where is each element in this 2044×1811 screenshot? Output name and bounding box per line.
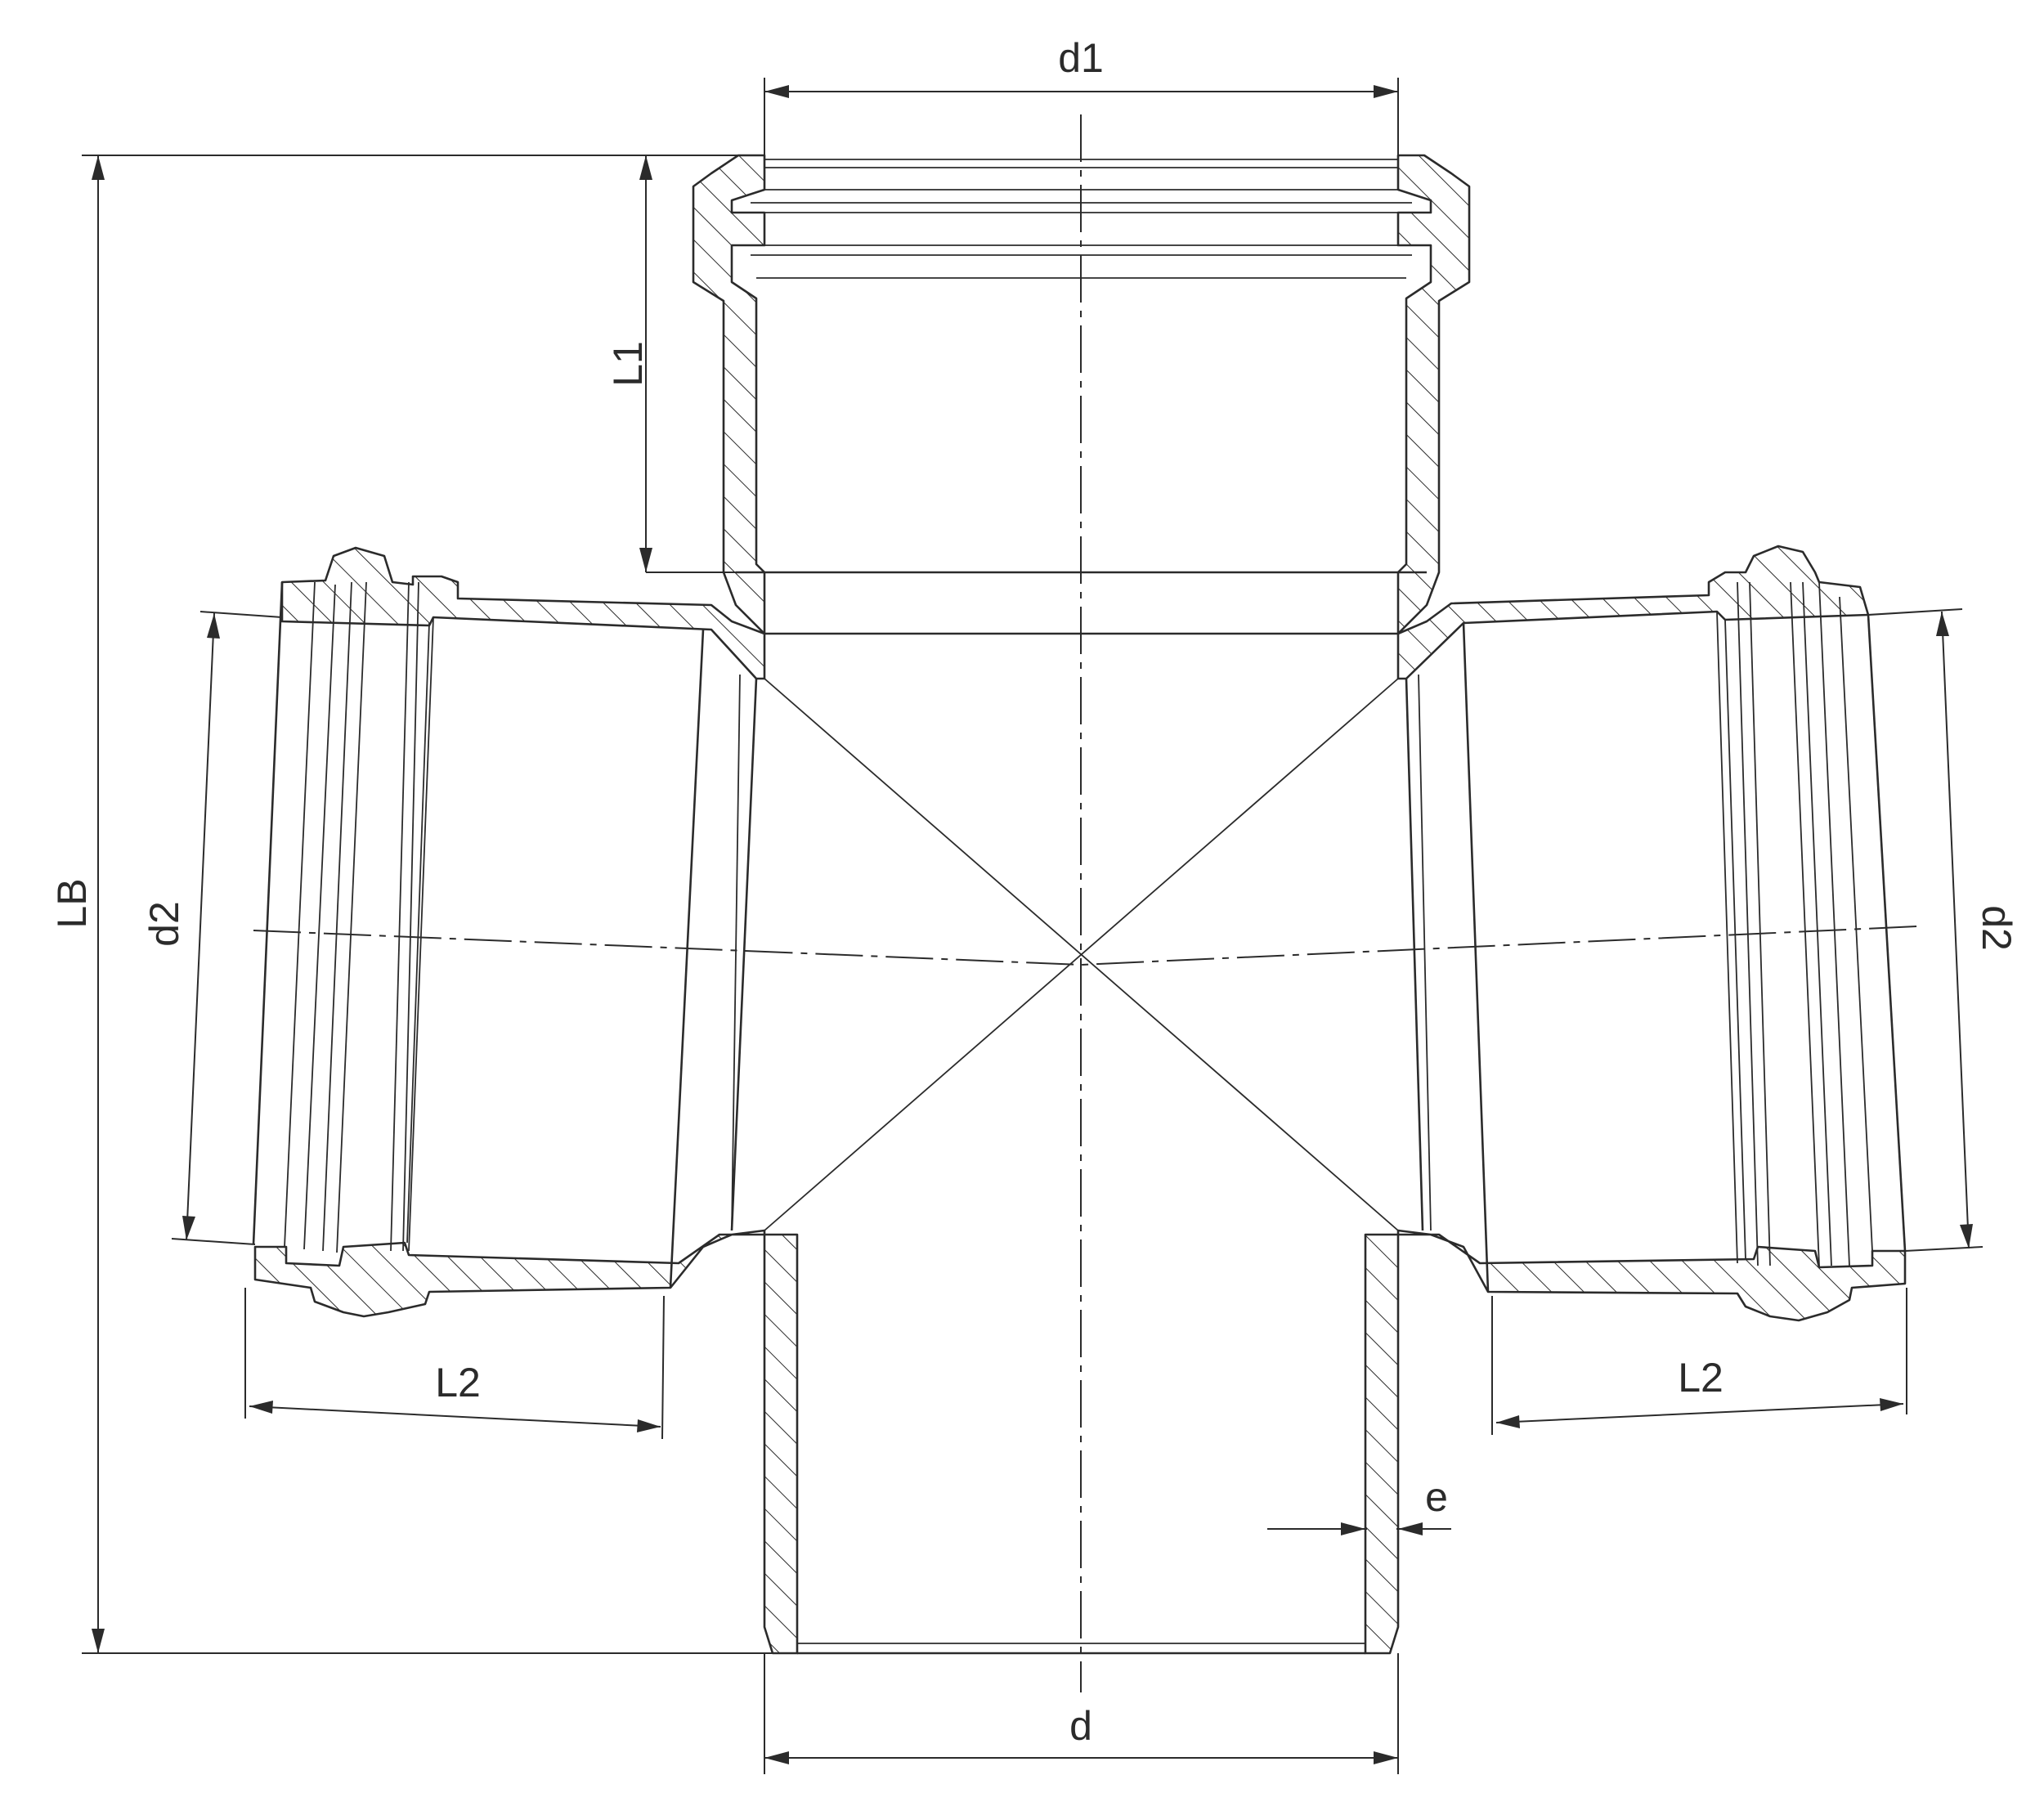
dimension-l1: L1 xyxy=(605,155,764,573)
dimension-l2-right: L2 xyxy=(1491,1288,1907,1435)
label-l1: L1 xyxy=(605,341,651,387)
label-e: e xyxy=(1425,1474,1448,1520)
bottom-branch xyxy=(763,1233,1400,1655)
top-left-wall xyxy=(692,154,766,635)
left-top-wall xyxy=(280,546,766,680)
bottom-right-wall xyxy=(1364,1233,1400,1655)
top-right-wall xyxy=(1396,154,1471,635)
dimension-d2-right: d2 xyxy=(1867,608,2019,1252)
left-branch xyxy=(252,546,766,1318)
right-branch xyxy=(1396,545,1907,1322)
label-d2-right: d2 xyxy=(1974,905,2019,951)
dimension-d2-left: d2 xyxy=(141,611,283,1245)
dimension-e: e xyxy=(1267,1474,1451,1535)
dimension-d: d xyxy=(764,1653,1399,1774)
dimension-lb: LB xyxy=(49,155,797,1654)
left-bottom-wall xyxy=(253,1229,766,1318)
top-branch xyxy=(692,154,1471,635)
label-d2-left: d2 xyxy=(141,901,187,947)
label-d1: d1 xyxy=(1058,35,1104,81)
label-l2-left: L2 xyxy=(435,1360,481,1405)
bottom-left-wall xyxy=(763,1233,799,1655)
label-d: d xyxy=(1069,1703,1092,1749)
right-bottom-wall xyxy=(1396,1229,1907,1322)
dimension-l2-left: L2 xyxy=(244,1288,665,1440)
center-lines xyxy=(253,114,1918,1692)
label-lb: LB xyxy=(49,878,95,928)
dimension-d1: d1 xyxy=(764,35,1399,155)
inner-diagonals xyxy=(764,678,1399,1231)
label-l2-right: L2 xyxy=(1678,1355,1724,1401)
right-top-wall xyxy=(1396,545,1870,680)
